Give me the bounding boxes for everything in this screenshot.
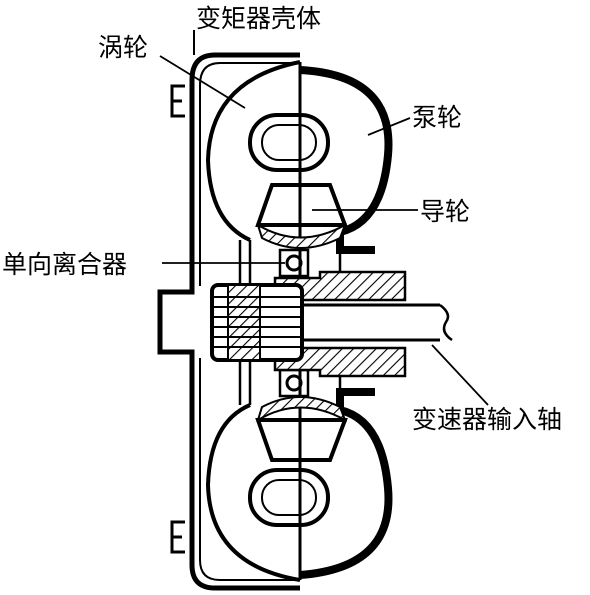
core-ring-upper xyxy=(248,113,330,172)
housing-lug-top xyxy=(170,84,185,118)
one-way-clutch-lower xyxy=(278,368,310,398)
leader-lines xyxy=(159,55,489,406)
converter-housing xyxy=(157,30,300,591)
pump-wheel xyxy=(299,66,393,579)
stator-support-sleeve xyxy=(273,250,407,392)
leader-input-shaft xyxy=(431,344,489,406)
stator-lower xyxy=(255,396,348,462)
leader-turbine xyxy=(159,55,246,109)
input-shaft xyxy=(290,303,453,342)
label-turbine: 涡轮 xyxy=(98,33,148,62)
label-housing: 变矩器壳体 xyxy=(196,4,321,33)
label-one-way-clutch: 单向离合器 xyxy=(2,250,127,279)
splined-hub xyxy=(210,283,304,362)
leader-pump xyxy=(367,117,411,136)
stator-upper xyxy=(255,183,348,249)
core-ring-lower xyxy=(248,468,330,527)
label-pump: 泵轮 xyxy=(412,103,462,132)
housing-lug-bottom xyxy=(170,520,185,554)
label-stator: 导轮 xyxy=(420,197,470,226)
label-input-shaft: 变速器输入轴 xyxy=(412,405,562,434)
